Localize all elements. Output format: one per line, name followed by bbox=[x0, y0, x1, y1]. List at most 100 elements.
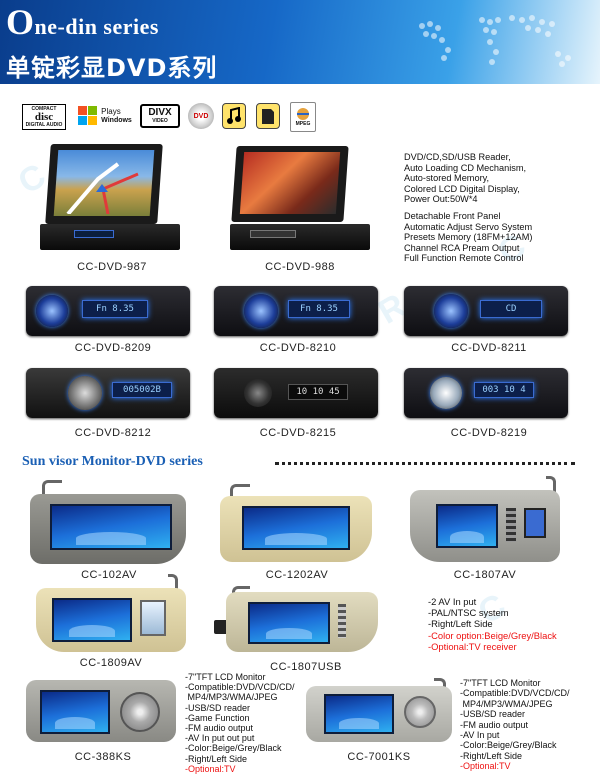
spec-line: Full Function Remote Control bbox=[404, 253, 524, 264]
spec-line: -Right/Left Side bbox=[460, 750, 523, 761]
spec-line: -AV In put bbox=[460, 730, 500, 741]
logo-text: DIVX bbox=[148, 107, 172, 118]
control-buttons bbox=[338, 604, 346, 638]
spec-line: Detachable Front Panel bbox=[404, 210, 501, 221]
dvd-slot bbox=[404, 696, 436, 728]
spec-line-color-option: -Color option:Beige/Grey/Black bbox=[428, 629, 557, 641]
product-image-cc-dvd-8209: Fn 8.35 bbox=[26, 286, 190, 336]
unit-display: Fn 8.35 bbox=[82, 300, 148, 318]
spec-line: Colored LCD Digital Display, bbox=[404, 183, 520, 194]
spec-line: -FM audio output bbox=[460, 719, 529, 730]
volume-knob bbox=[68, 376, 102, 410]
visor-arm bbox=[42, 480, 62, 502]
mp3-logo bbox=[222, 103, 246, 129]
mirror-panel bbox=[140, 600, 166, 636]
dvd-spec-list: DVD/CD,SD/USB Reader, Auto Loading CD Me… bbox=[404, 152, 594, 264]
product-label: CC-DVD-8209 bbox=[74, 342, 152, 354]
spec-line: Auto-stored Memory, bbox=[404, 173, 490, 184]
product-label: CC-DVD-8211 bbox=[451, 342, 527, 354]
spec-line: -Color:Beige/Grey/Black bbox=[460, 740, 557, 751]
mpeg-icon bbox=[297, 108, 309, 120]
spec-line: -PAL/NTSC system bbox=[428, 607, 509, 619]
world-map-graphic bbox=[419, 15, 571, 67]
product-label: CC-DVD-8219 bbox=[450, 427, 528, 439]
product-image-cc-dvd-8211: CD bbox=[404, 286, 568, 336]
logo-text: Plays bbox=[101, 107, 121, 116]
unit-display: 10 10 45 bbox=[288, 384, 348, 400]
series-title-chinese: 单锭彩显DVD系列 bbox=[6, 54, 218, 82]
visor-av-spec-list: -2 AV In put -PAL/NTSC system -Right/Lef… bbox=[428, 596, 598, 652]
title-rest: ne-din series bbox=[34, 14, 159, 39]
spec-line: Channel RCA Pream Output bbox=[404, 242, 520, 253]
product-image-cc-388ks bbox=[26, 680, 176, 742]
product-label: CC-1202AV bbox=[265, 569, 329, 581]
visor-screen bbox=[324, 694, 394, 734]
windows-logo: Plays Windows bbox=[78, 102, 132, 130]
spec-line: -FM audio output bbox=[185, 723, 254, 734]
visor-388ks-spec-list: -7"TFT LCD Monitor -Compatible:DVD/VCD/C… bbox=[185, 672, 310, 774]
spec-line: -Right/Left Side bbox=[185, 753, 248, 764]
product-label: CC-1807USB bbox=[270, 661, 342, 673]
spec-line: -USB/SD reader bbox=[460, 709, 526, 720]
divx-logo: DIVX VIDEO bbox=[140, 104, 180, 128]
spec-line-optional: -Optional:TV bbox=[460, 761, 511, 772]
series-title-english: One-din series bbox=[6, 4, 159, 40]
product-label: CC-7001KS bbox=[347, 751, 411, 763]
volume-knob bbox=[434, 294, 468, 328]
visor-screen bbox=[436, 504, 498, 548]
spec-line-optional: -Optional:TV bbox=[185, 763, 236, 774]
spec-line: Presets Memory (18FM+12AM) bbox=[404, 232, 533, 243]
spec-line: -7"TFT LCD Monitor bbox=[185, 672, 266, 682]
sd-card-icon bbox=[262, 109, 274, 124]
product-image-cc-dvd-8219: 003 10 4 bbox=[404, 368, 568, 418]
spec-line: DVD/CD,SD/USB Reader, bbox=[404, 152, 511, 162]
dvd-slot bbox=[120, 692, 160, 732]
mirror-panel bbox=[524, 508, 546, 538]
product-image-cc-1807av bbox=[410, 490, 560, 562]
spec-line: -Right/Left Side bbox=[428, 618, 493, 630]
product-label: CC-388KS bbox=[74, 751, 132, 763]
spec-line: -Color:Beige/Grey/Black bbox=[185, 743, 282, 754]
spec-line: -AV In put out put bbox=[185, 733, 255, 744]
product-image-cc-dvd-8210: Fn 8.35 bbox=[214, 286, 378, 336]
navigation-map-graphic bbox=[66, 162, 139, 214]
product-label: CC-1809AV bbox=[79, 657, 143, 669]
product-label: CC-DVD-987 bbox=[77, 261, 147, 273]
sd-card-logo bbox=[256, 103, 280, 129]
spec-line-optional: -Optional:TV receiver bbox=[428, 640, 517, 652]
product-image-cc-dvd-987 bbox=[40, 144, 180, 254]
page-header: One-din series 单锭彩显DVD系列 bbox=[0, 0, 600, 84]
visor-screen bbox=[40, 690, 110, 734]
spec-line: -USB/SD reader bbox=[185, 702, 251, 713]
volume-knob bbox=[244, 294, 278, 328]
visor-screen bbox=[52, 598, 132, 642]
unit-display: 005002B bbox=[112, 382, 172, 398]
visor-screen bbox=[50, 504, 172, 550]
control-buttons bbox=[506, 508, 516, 542]
product-image-cc-1809av bbox=[36, 588, 186, 652]
spec-line: -Game Function bbox=[185, 712, 250, 723]
visor-arm bbox=[230, 484, 250, 502]
section-title-sun-visor: Sun visor Monitor-DVD series bbox=[22, 454, 203, 469]
logo-text: VIDEO bbox=[152, 118, 168, 124]
volume-knob bbox=[430, 377, 462, 409]
mpeg-logo: MPEG bbox=[290, 102, 316, 132]
product-label: CC-DVD-988 bbox=[265, 261, 335, 273]
visor-arm bbox=[168, 574, 178, 596]
spec-line: -7"TFT LCD Monitor bbox=[460, 678, 541, 688]
product-image-cc-102av bbox=[30, 494, 186, 564]
volume-knob bbox=[244, 379, 272, 407]
spec-line: Power Out:50W*4 bbox=[404, 194, 478, 205]
logo-text: disc bbox=[34, 111, 54, 123]
spec-line: -2 AV In put bbox=[428, 596, 477, 607]
dvd-logo: DVD bbox=[188, 103, 214, 129]
unit-display: Fn 8.35 bbox=[288, 300, 350, 318]
volume-knob bbox=[36, 295, 68, 327]
logo-text: Windows bbox=[101, 117, 132, 124]
logo-text: DVD bbox=[193, 112, 209, 120]
spec-line: Auto Loading CD Mechanism, bbox=[404, 162, 527, 173]
product-label: CC-DVD-8210 bbox=[259, 342, 337, 354]
product-label: CC-DVD-8212 bbox=[74, 427, 152, 439]
visor-arm bbox=[434, 678, 446, 692]
video-screen bbox=[239, 152, 341, 214]
